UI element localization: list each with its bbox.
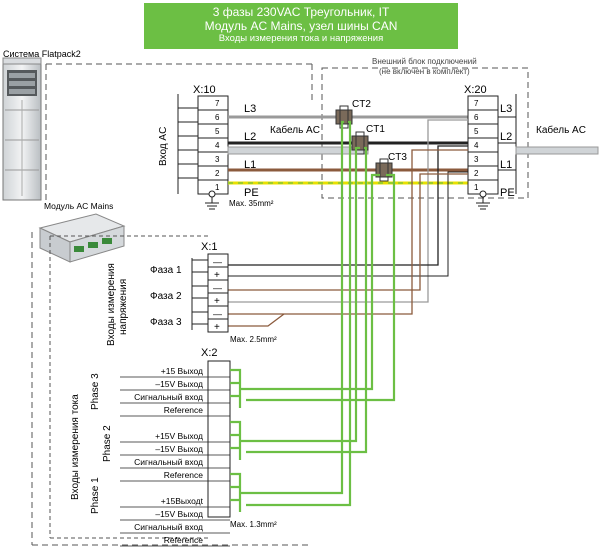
x10-l3: L3 xyxy=(244,103,256,115)
ct1-sensor xyxy=(351,131,369,155)
x2-row-label: Reference xyxy=(164,470,203,480)
x10-pin-6: 6 xyxy=(215,113,220,122)
x20-pin-3: 3 xyxy=(474,155,479,164)
x1-phase-3: Фаза 3 xyxy=(150,317,182,328)
x10-ground-icon xyxy=(205,190,219,210)
x1-phase-1: Фаза 1 xyxy=(150,265,182,276)
voltage-wire-l2 xyxy=(228,145,468,266)
x2-max-13: Max. 1.3mm² xyxy=(230,520,277,529)
voltage-wire-l1 xyxy=(228,173,468,291)
x10-pin-4: 4 xyxy=(215,141,220,150)
x20-pe: PE xyxy=(500,187,515,199)
header-line-2: Модуль AC Mains, узел шины CAN xyxy=(204,19,398,33)
x2-phase-1-label: Phase 1 xyxy=(90,477,101,514)
x20-ground-icon xyxy=(476,190,490,210)
x2-row-label: –15V Выход xyxy=(155,444,203,454)
voltage-inputs-label-1: Входы измерения xyxy=(106,263,117,346)
ct2-label: CT2 xyxy=(352,99,371,110)
x2-row-label: +15Выходt xyxy=(161,496,204,506)
x20-pin-6: 6 xyxy=(474,113,479,122)
x10-l2: L2 xyxy=(244,131,256,143)
ac-cable-left-label: Кабель AC xyxy=(270,124,320,136)
x2-phase-3-label: Phase 3 xyxy=(90,373,101,410)
x2-row-label: Сигнальный вход xyxy=(134,392,203,402)
ct2-sensor xyxy=(335,105,353,129)
x20-pin-2: 2 xyxy=(474,169,479,178)
x2-row-label: +15V Выход xyxy=(155,431,203,441)
ct-signal-wires xyxy=(230,120,396,512)
header-line-3: Входы измерения тока и напряжения xyxy=(218,33,384,44)
header-banner: 3 фазы 230VAC Треугольник, IT Модуль AC … xyxy=(144,3,458,49)
ct1-label: CT1 xyxy=(366,124,385,135)
x20-pin-4: 4 xyxy=(474,141,479,150)
x10-l1: L1 xyxy=(244,159,256,171)
x2-row-label: Сигнальный вход xyxy=(134,457,203,467)
x10-block xyxy=(197,95,229,195)
x2-row-label: Reference xyxy=(164,535,203,545)
x20-pin-5: 5 xyxy=(474,127,479,136)
x1-block xyxy=(207,253,229,333)
ct3-label: CT3 xyxy=(388,152,407,163)
external-block-label-1: Внешний блок подключений xyxy=(372,57,477,66)
x1-name: X:1 xyxy=(201,241,218,253)
x2-name: X:2 xyxy=(201,347,218,359)
x10-pe: PE xyxy=(244,187,259,199)
ac-mains-module-label: Модуль AC Mains xyxy=(44,201,113,211)
flatpack-system-label: Система Flatpack2 xyxy=(3,49,81,59)
x2-row-label: –15V Выход xyxy=(155,379,203,389)
ac-mains-module-image xyxy=(38,213,126,263)
voltage-wire-l3 xyxy=(228,119,468,303)
x1-max-25: Max. 2.5mm² xyxy=(230,335,277,344)
x1-plus-3: + xyxy=(214,322,220,333)
ac-input-label: Вход AC xyxy=(158,127,169,166)
x2-phase-2-label: Phase 2 xyxy=(102,425,113,462)
x10-pin-5: 5 xyxy=(215,127,220,136)
external-block-label-2: (не включен в комплект) xyxy=(379,67,470,76)
x1-minus-1: — xyxy=(213,257,222,267)
header-line-1: 3 фазы 230VAC Треугольник, IT xyxy=(212,5,390,19)
x10-name: X:10 xyxy=(193,84,216,96)
x10-max-35: Max. 35mm² xyxy=(229,199,274,208)
x10-pin-2: 2 xyxy=(215,169,220,178)
x2-block xyxy=(207,360,231,518)
ac-cable-right-label: Кабель AC xyxy=(536,124,586,136)
x20-pin-1: 1 xyxy=(474,183,479,192)
x2-row-label: Сигнальный вход xyxy=(134,522,203,532)
x10-pin-3: 3 xyxy=(215,155,220,164)
x2-row-label: +15 Выход xyxy=(161,366,203,376)
x20-block xyxy=(467,95,499,195)
ct3-sensor xyxy=(375,158,393,182)
x20-pin-7: 7 xyxy=(474,99,479,108)
x20-name: X:20 xyxy=(464,84,487,96)
voltage-inputs-label-2: напряжения xyxy=(118,279,129,335)
x10-pin-1: 1 xyxy=(215,183,220,192)
x1-plus-2: + xyxy=(214,296,220,307)
current-inputs-label: Входы измерения тока xyxy=(70,394,81,500)
x10-pin-7: 7 xyxy=(215,99,220,108)
x20-l3: L3 xyxy=(500,103,512,115)
x1-plus-1: + xyxy=(214,270,220,281)
x2-row-label: –15V Выход xyxy=(155,509,203,519)
x1-phase-2: Фаза 2 xyxy=(150,291,182,302)
x2-row-label: Reference xyxy=(164,405,203,415)
x20-l2: L2 xyxy=(500,131,512,143)
x1-minus-2: — xyxy=(213,283,222,293)
x1-minus-3: — xyxy=(213,309,222,319)
x20-l1: L1 xyxy=(500,159,512,171)
flatpack-cabinet-image xyxy=(2,57,42,201)
